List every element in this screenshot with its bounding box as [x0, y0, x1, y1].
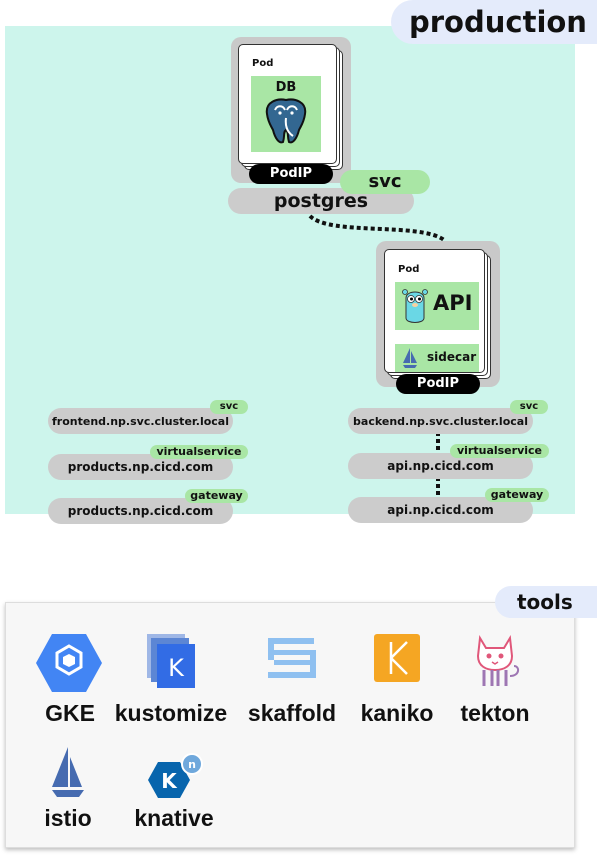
tool-label: kaniko: [360, 700, 434, 726]
postgres-to-api-connector: [308, 214, 446, 242]
db-label: DB: [275, 80, 297, 95]
tool-label: istio: [44, 805, 92, 831]
tool-skaffold: skaffold: [240, 632, 344, 727]
api-pod: Pod API sidecar PodIP: [376, 241, 500, 396]
go-gopher-icon: [402, 289, 428, 323]
db-pod-card: Pod DB: [238, 44, 337, 164]
db-podip-badge: PodIP: [249, 164, 333, 184]
api-podip-badge: PodIP: [396, 374, 480, 394]
backend-virtualservice-badge: virtualservice: [450, 444, 549, 458]
tool-tekton: tekton: [450, 632, 540, 727]
frontend-svc-pill: frontend.np.svc.cluster.local: [48, 408, 233, 434]
skaffold-icon: [268, 638, 316, 678]
tool-label: skaffold: [247, 700, 337, 726]
tool-istio: istio: [30, 745, 106, 835]
svg-text:K: K: [168, 654, 185, 682]
backend-svc-pill: backend.np.svc.cluster.local: [348, 408, 533, 434]
sidecar-label: sidecar: [427, 350, 477, 364]
pod-label: Pod: [252, 58, 274, 69]
api-label: API: [433, 291, 473, 315]
svg-text:K: K: [161, 769, 178, 793]
postgres-elephant-icon: [265, 98, 307, 144]
kaniko-icon: [374, 634, 420, 682]
db-container: DB: [251, 76, 321, 152]
knative-icon: K n: [148, 753, 203, 798]
db-pod: Pod DB PodIP: [231, 37, 351, 184]
istio-sail-icon: [52, 747, 84, 797]
istio-sail-icon: [403, 348, 417, 368]
tool-knative: K n knative: [126, 752, 222, 842]
frontend-svc-badge: svc: [210, 400, 248, 414]
tekton-cat-icon: [476, 634, 520, 686]
kustomize-icon: K: [147, 634, 195, 688]
svg-text:n: n: [188, 758, 196, 771]
tool-label: knative: [134, 805, 214, 831]
sidecar-container: sidecar: [395, 344, 479, 372]
tool-label: kustomize: [114, 700, 228, 726]
tools-title: tools: [495, 586, 597, 618]
backend-svc-badge: svc: [510, 400, 548, 414]
tool-kustomize: K kustomize: [110, 632, 232, 727]
frontend-virtualservice-badge: virtualservice: [150, 445, 248, 459]
postgres-svc-badge: svc: [340, 170, 430, 194]
tool-kaniko: kaniko: [354, 632, 440, 727]
connector-lines: [308, 214, 446, 500]
production-title: production: [391, 0, 597, 44]
gke-hexagon-icon: [36, 634, 102, 692]
backend-virtualservice-pill: api.np.cicd.com: [348, 453, 533, 479]
pod-label: Pod: [398, 264, 420, 275]
tool-gke: GKE: [30, 632, 110, 727]
frontend-gateway-badge: gateway: [185, 489, 248, 503]
backend-gateway-badge: gateway: [485, 488, 549, 502]
frontend-virtualservice-pill: products.np.cicd.com: [48, 454, 233, 480]
tool-label: tekton: [460, 700, 530, 726]
api-container: API: [395, 282, 479, 330]
tool-label: GKE: [45, 700, 95, 726]
api-pod-card: Pod API sidecar: [384, 249, 485, 373]
